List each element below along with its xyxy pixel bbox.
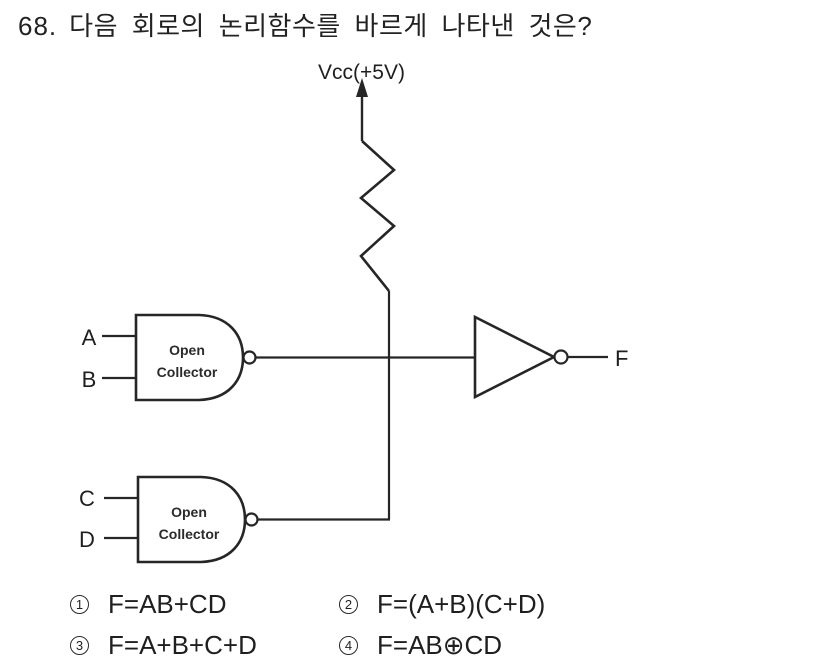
choice-4-number: 4: [339, 635, 358, 655]
choice-2-formula: F=(A+B)(C+D): [377, 588, 546, 619]
input-label-b: B: [82, 367, 97, 392]
question-title: 68. 다음 회로의 논리함수를 바르게 나타낸 것은?: [18, 6, 592, 43]
nand-gate-2-label-line2: Collector: [159, 526, 220, 542]
inverter-gate: F: [473, 314, 628, 400]
vcc-arrow-icon: [356, 78, 368, 141]
choice-1: 1 F=AB+CD: [70, 588, 227, 619]
choice-1-number: 1: [70, 594, 89, 614]
nand-gate-2-label-line1: Open: [171, 504, 207, 520]
input-label-c: C: [79, 486, 95, 511]
nand-gate-2: Open Collector C D: [79, 475, 259, 564]
nand-gate-1: Open Collector A B: [82, 313, 257, 402]
question-text: 다음 회로의 논리함수를 바르게 나타낸 것은?: [69, 11, 593, 41]
nand-gate-1-label-line1: Open: [169, 342, 205, 358]
nand-gate-1-bubble: [242, 350, 257, 365]
question-number: 68.: [18, 11, 58, 41]
input-label-a: A: [82, 325, 97, 350]
vcc-label: Vcc(+5V): [318, 61, 405, 84]
choice-4: 4 F=AB⊕CD: [339, 629, 503, 660]
output-label-f: F: [615, 346, 628, 371]
nand-gate-2-bubble: [244, 512, 259, 527]
inverter-triangle: [473, 314, 557, 400]
choice-1-formula: F=AB+CD: [108, 588, 227, 619]
choice-4-formula: F=AB⊕CD: [377, 629, 503, 660]
choice-3: 3 F=A+B+C+D: [70, 629, 257, 660]
choice-2-number: 2: [339, 594, 358, 614]
choice-3-number: 3: [70, 635, 89, 655]
input-label-d: D: [79, 527, 95, 552]
choice-3-formula: F=A+B+C+D: [108, 629, 257, 660]
choice-2: 2 F=(A+B)(C+D): [339, 588, 546, 619]
inverter-bubble: [553, 349, 569, 365]
pullup-resistor: [358, 140, 396, 292]
nand-gate-1-label-line2: Collector: [157, 364, 218, 380]
